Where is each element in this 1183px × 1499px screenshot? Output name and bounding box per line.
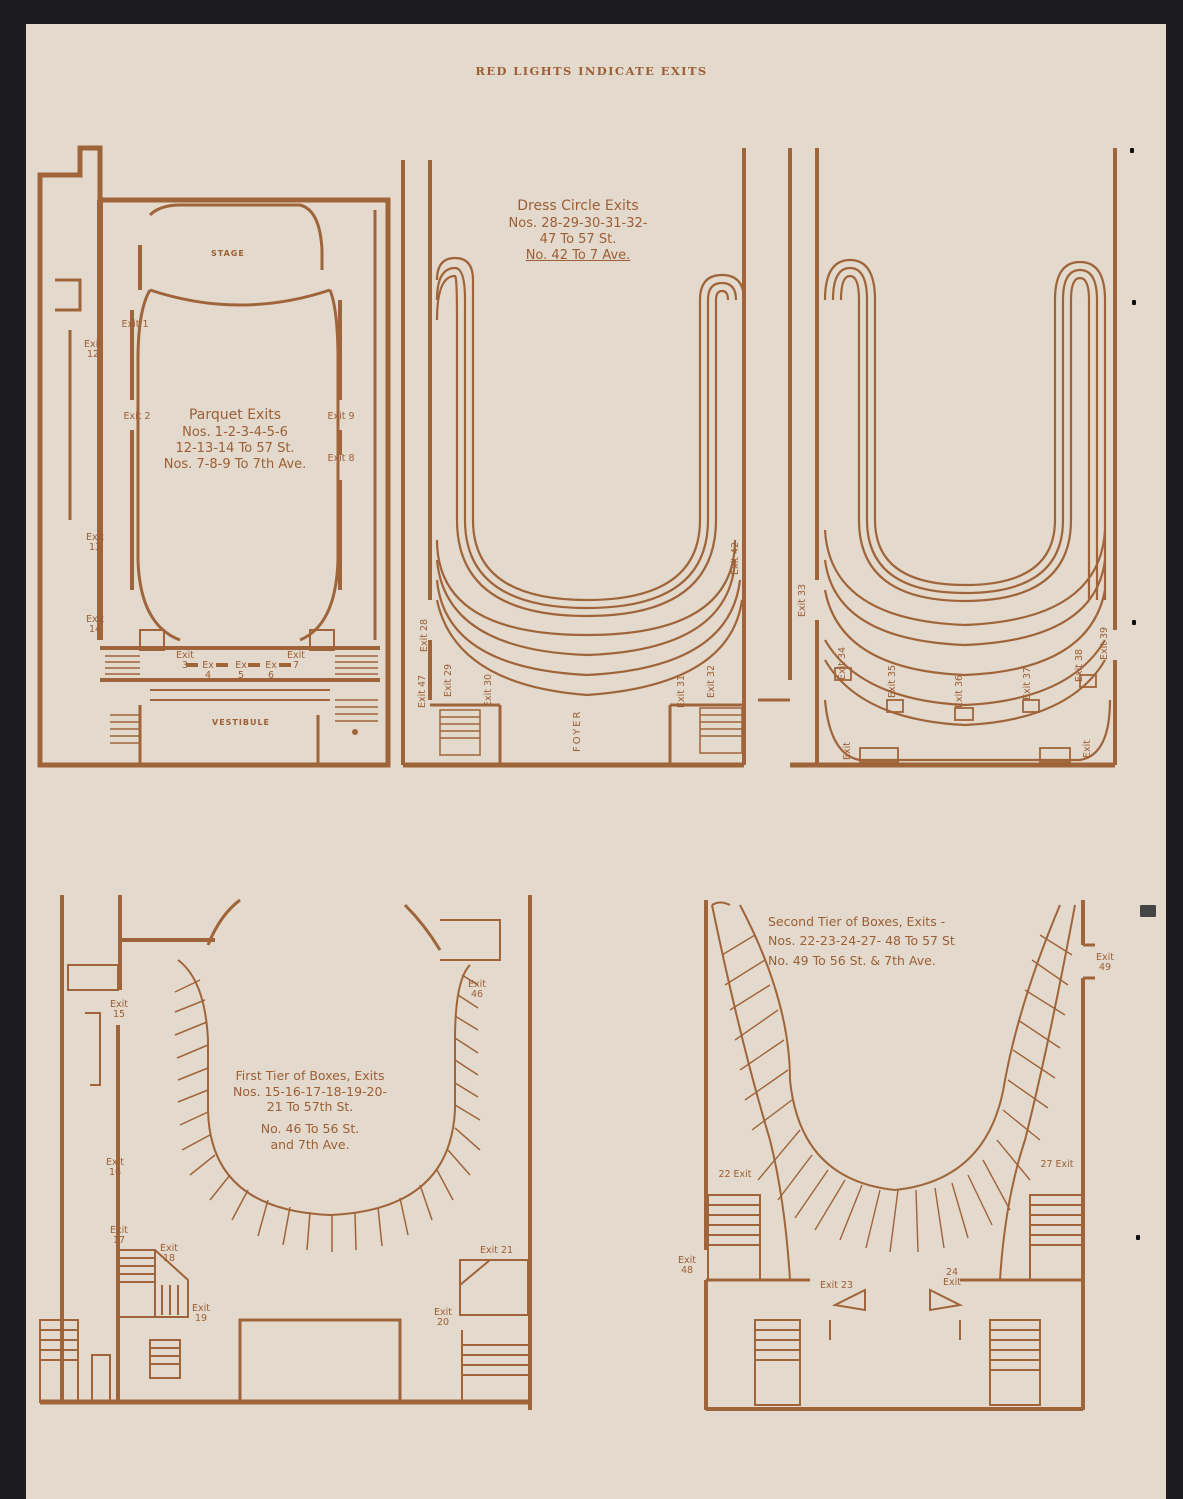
punch-mark: [1140, 905, 1156, 917]
exit-6-label: Ex 6: [265, 660, 277, 681]
exit-39-label: Exit 39: [1099, 626, 1110, 660]
exit-30-label: Exit 30: [483, 673, 494, 707]
exit-31-label: Exit 31: [676, 674, 687, 708]
exit-38-label: Exit 38: [1074, 648, 1085, 682]
exit-37-label: Exit 37: [1022, 666, 1033, 700]
parquet-caption-line: Nos. 7-8-9 To 7th Ave.: [163, 457, 307, 472]
parquet-caption-line: Nos. 1-2-3-4-5-6: [182, 424, 288, 440]
exit-left-label: Exit: [842, 742, 853, 760]
stage-label: STAGE: [211, 249, 245, 258]
first-tier-caption: First Tier of Boxes, Exits Nos. 15-16-17…: [225, 1068, 395, 1152]
exit-28-label: Exit 28: [419, 618, 430, 652]
first-tier-caption-line: Nos. 15-16-17-18-19-20-: [233, 1083, 387, 1099]
exit-46-label: Exit 46: [468, 979, 486, 1000]
second-tier-caption: Second Tier of Boxes, Exits - Nos. 22-23…: [768, 912, 955, 970]
exit-2-label: Exit 2: [123, 411, 151, 422]
exit-9-label: Exit 9: [327, 411, 355, 422]
exit-48-label: Exit 48: [678, 1255, 696, 1276]
second-tier-caption-line: No. 49 To 56 St. & 7th Ave.: [768, 952, 936, 968]
first-tier-caption-line: 21 To 57th St.: [266, 1099, 354, 1115]
exit-13-label: Exit 13: [86, 532, 104, 553]
exit-49-label: Exit 49: [1096, 952, 1114, 973]
dress-circle-caption-line: No. 42 To 7 Ave.: [525, 248, 631, 263]
second-tier-plan: [704, 900, 1095, 1411]
dress-circle-plan: [401, 148, 746, 768]
exit-16-label: Exit 16: [106, 1157, 124, 1178]
exit-7-label: Exit 7: [287, 650, 305, 671]
dress-circle-caption-line: 47 To 57 St.: [539, 231, 617, 247]
second-tier-caption-line: Nos. 22-23-24-27- 48 To 57 St: [768, 933, 955, 949]
punch-mark: [1130, 148, 1134, 153]
exit-34-label: Exit 34: [837, 646, 848, 680]
punch-mark: [1132, 620, 1136, 625]
foyer-label: FOYER: [572, 709, 583, 752]
exit-33-label: Exit 33: [797, 583, 808, 617]
exit-12-label: Exit 12: [84, 339, 102, 360]
exit-20-label: Exit 20: [434, 1307, 452, 1328]
first-tier-caption-line: and 7th Ave.: [270, 1136, 350, 1152]
page-header: RED LIGHTS INDICATE EXITS: [475, 64, 708, 78]
exit-23-label: Exit 23: [820, 1280, 854, 1291]
exit-15-label: Exit 15: [110, 999, 128, 1020]
exit-19-label: Exit 19: [192, 1303, 210, 1324]
exit-22-label: 22 Exit: [718, 1169, 752, 1180]
exit-1-label: Exit 1: [121, 319, 149, 330]
exit-18-label: Exit 18: [160, 1243, 178, 1264]
exit-47-label: Exit 47: [417, 674, 428, 708]
dress-circle-caption-title: Dress Circle Exits: [517, 198, 639, 214]
punch-mark: [1132, 300, 1136, 305]
exit-35-label: Exit 35: [887, 664, 898, 698]
second-tier-caption-title: Second Tier of Boxes, Exits -: [768, 914, 946, 929]
exit-32-label: Exit 32: [706, 664, 717, 698]
first-tier-caption-line: No. 46 To 56 St.: [260, 1120, 360, 1136]
parquet-caption-title: Parquet Exits: [188, 407, 282, 423]
balcony-plan: [758, 148, 1117, 768]
exit-14-label: Exit 14: [86, 614, 104, 635]
exit-21-label: Exit 21: [480, 1245, 514, 1256]
exit-5-label: Ex 5: [235, 660, 247, 681]
box-spokes: [174, 974, 481, 1252]
exit-right-label: Exit: [1082, 740, 1093, 758]
exit-3-label: Exit 3: [176, 650, 194, 671]
first-tier-plan: [39, 895, 532, 1410]
exit-4-label: Ex 4: [202, 660, 214, 681]
exit-42-label: Exit 42: [730, 541, 741, 575]
dress-circle-caption-line: Nos. 28-29-30-31-32-: [508, 215, 648, 231]
punch-mark: [1136, 1235, 1140, 1240]
box-spokes-second: [721, 934, 1073, 1253]
exit-17-label: Exit 17: [110, 1225, 128, 1246]
exit-36-label: Exit 36: [954, 674, 965, 708]
exit-8-label: Exit 8: [327, 453, 355, 464]
parquet-caption: Parquet Exits Nos. 1-2-3-4-5-6 12-13-14 …: [155, 407, 315, 473]
binding-edge: [1166, 0, 1183, 1499]
exit-24-label: 24 Exit: [943, 1267, 961, 1288]
parquet-caption-line: 12-13-14 To 57 St.: [175, 440, 295, 456]
exit-29-label: Exit 29: [443, 663, 454, 697]
first-tier-caption-title: First Tier of Boxes, Exits: [235, 1068, 385, 1083]
vestibule-label: VESTIBULE: [212, 718, 271, 727]
floor-plan-page: [26, 24, 1166, 1499]
dress-circle-caption: Dress Circle Exits Nos. 28-29-30-31-32- …: [493, 198, 663, 264]
parquet-plan: [37, 145, 391, 768]
exit-27-label: 27 Exit: [1040, 1159, 1074, 1170]
